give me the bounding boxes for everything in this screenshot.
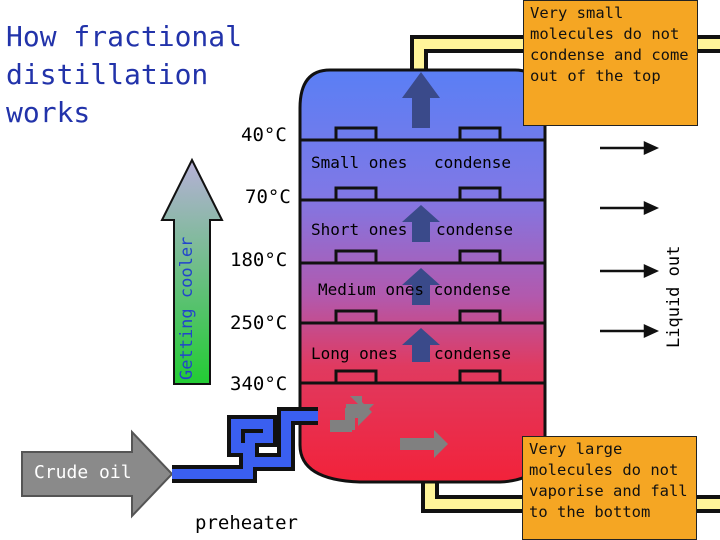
tray-label-left: Small ones: [311, 153, 408, 172]
getting-cooler-label: Getting cooler: [177, 236, 197, 380]
preheater-coil: [172, 407, 318, 483]
temperature-label: 70°C: [245, 186, 291, 208]
preheater-label: preheater: [195, 512, 298, 534]
top-note: Very small molecules do not condense and…: [523, 0, 698, 126]
tray-label-right: condense: [434, 344, 512, 363]
temperature-label: 250°C: [230, 312, 288, 334]
tray-lines: [300, 138, 545, 385]
tray-label-right: condense: [436, 220, 514, 239]
getting-cooler-arrow: [160, 157, 224, 385]
bottom-note: Very large molecules do not vaporise and…: [522, 436, 697, 540]
vapour-up-arrows: [402, 72, 440, 362]
crude-oil-arrow: [21, 429, 174, 519]
tray-label-left: Long ones: [311, 344, 398, 363]
crude-oil-label: Crude oil: [34, 462, 132, 483]
grey-vapour-arrows: [330, 396, 448, 458]
tray-label-left: Short ones: [311, 220, 408, 239]
temperature-label: 180°C: [230, 249, 288, 271]
liquid-out-arrows: [600, 141, 660, 338]
temperature-label: 340°C: [230, 373, 288, 395]
page-title: How fractional distillation works: [6, 20, 243, 129]
liquid-out-label: Liquid out: [664, 245, 684, 348]
tray-label-left: Medium ones condense: [318, 280, 511, 299]
bubble-caps: [334, 126, 502, 383]
temperature-label: 40°C: [241, 124, 287, 146]
tray-label-right: condense: [434, 153, 512, 172]
